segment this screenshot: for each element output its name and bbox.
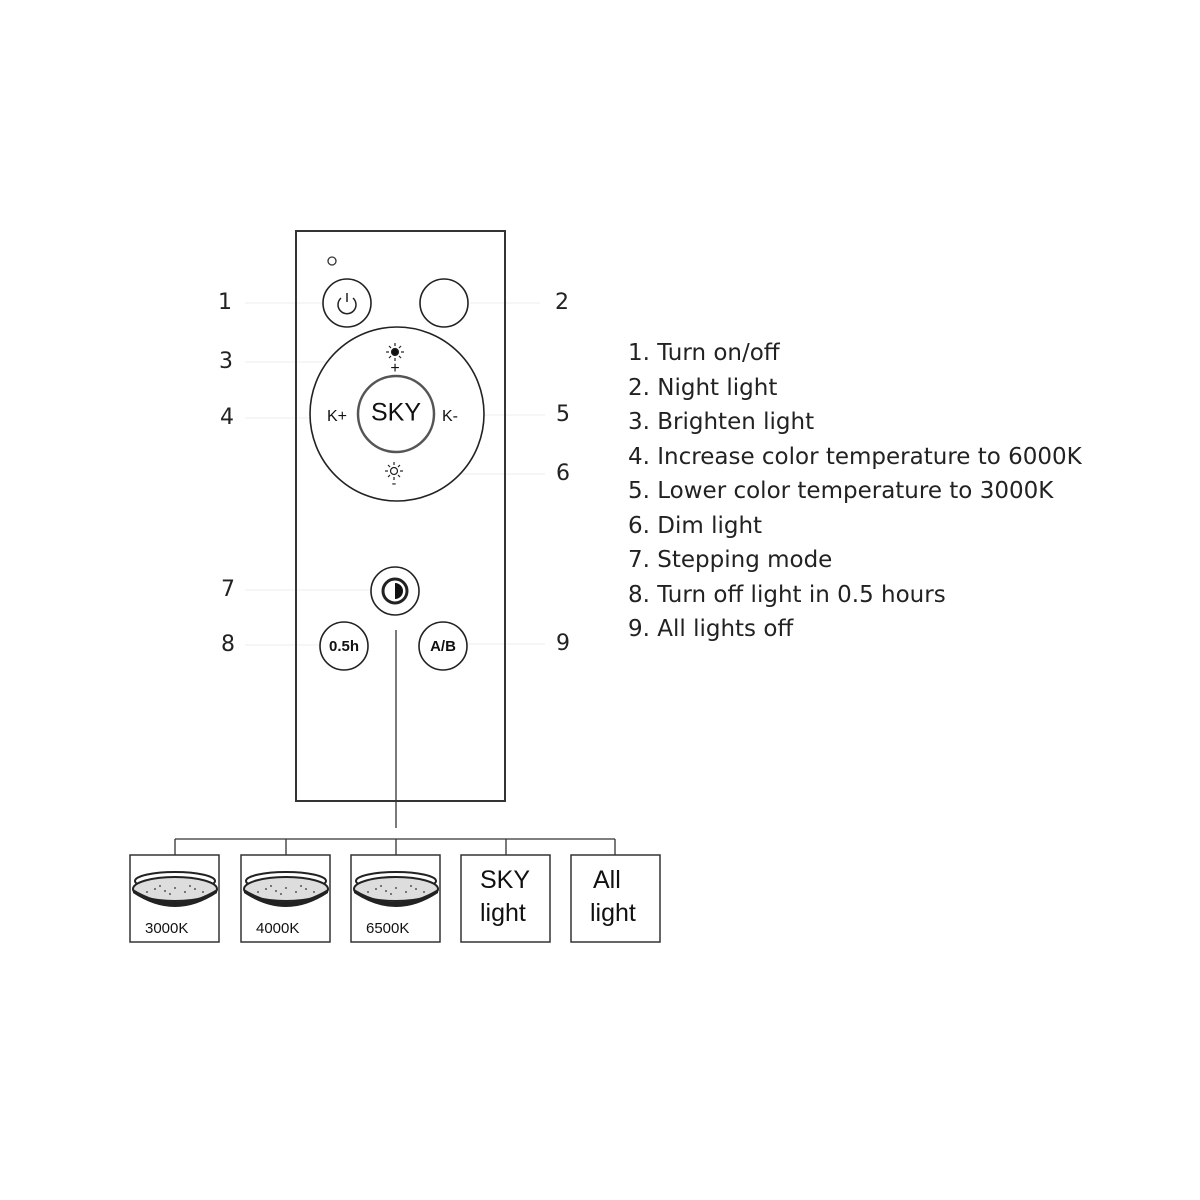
callout-4: 4 (220, 405, 234, 430)
mode-box-6500k: 6500K (350, 854, 441, 943)
ab-label: A/B (430, 638, 456, 655)
plus-label: + (390, 360, 399, 377)
remote-body (295, 230, 506, 802)
callout-2: 2 (555, 290, 569, 315)
mode-box-sky-light: SKY light (460, 854, 551, 943)
mode-label-line1: All (593, 866, 621, 894)
mode-label: 4000K (256, 920, 299, 937)
led-indicator (327, 256, 337, 266)
callout-8: 8 (221, 632, 235, 657)
brighten-button[interactable]: + (386, 343, 404, 377)
callout-7: 7 (221, 577, 235, 602)
ab-button[interactable]: A/B (418, 621, 468, 671)
contrast-icon (381, 577, 409, 605)
minus-label: - (392, 475, 397, 491)
legend-item: 5. Lower color temperature to 3000K (628, 478, 1054, 504)
callout-5: 5 (556, 402, 570, 427)
half-hour-label: 0.5h (329, 638, 359, 655)
legend-item: 3. Brighten light (628, 409, 814, 435)
mode-label-line2: light (590, 899, 636, 927)
legend-item: 6. Dim light (628, 513, 762, 539)
power-icon (337, 293, 357, 315)
legend-item: 7. Stepping mode (628, 547, 832, 573)
callout-6: 6 (556, 461, 570, 486)
legend-item: 1. Turn on/off (628, 340, 781, 366)
power-button[interactable] (322, 278, 372, 328)
sun-filled-icon (386, 343, 404, 361)
night-light-button[interactable] (419, 278, 469, 328)
mode-label: 3000K (145, 920, 188, 937)
legend-item: 2. Night light (628, 375, 777, 401)
callout-1: 1 (218, 290, 232, 315)
mode-box-4000k: 4000K (240, 854, 331, 943)
mode-label-line2: light (480, 899, 526, 927)
sky-label: SKY (371, 399, 421, 427)
sun-outline-icon (385, 462, 403, 480)
sky-button[interactable]: SKY (356, 374, 436, 454)
callout-3: 3 (219, 349, 233, 374)
legend-item: 9. All lights off (628, 616, 794, 642)
kplus-button[interactable]: K+ (327, 408, 347, 425)
mode-box-3000k: 3000K (129, 854, 220, 943)
kminus-button[interactable]: K- (442, 408, 458, 425)
legend-item: 4. Increase color temperature to 6000K (628, 444, 1083, 470)
legend-item: 8. Turn off light in 0.5 hours (628, 582, 946, 608)
half-hour-timer-button[interactable]: 0.5h (319, 621, 369, 671)
stepping-mode-button[interactable] (370, 566, 420, 616)
legend: 1. Turn on/off 2. Night light 3. Brighte… (628, 340, 1083, 642)
mode-tree-lines (174, 630, 616, 855)
dim-button[interactable]: - (385, 462, 403, 491)
callout-numbers: 1 2 3 4 5 6 7 8 9 (218, 290, 570, 657)
callout-9: 9 (556, 631, 570, 656)
mode-label-line1: SKY (480, 866, 530, 894)
mode-box-all-light: All light (570, 854, 661, 943)
mode-label: 6500K (366, 920, 409, 937)
